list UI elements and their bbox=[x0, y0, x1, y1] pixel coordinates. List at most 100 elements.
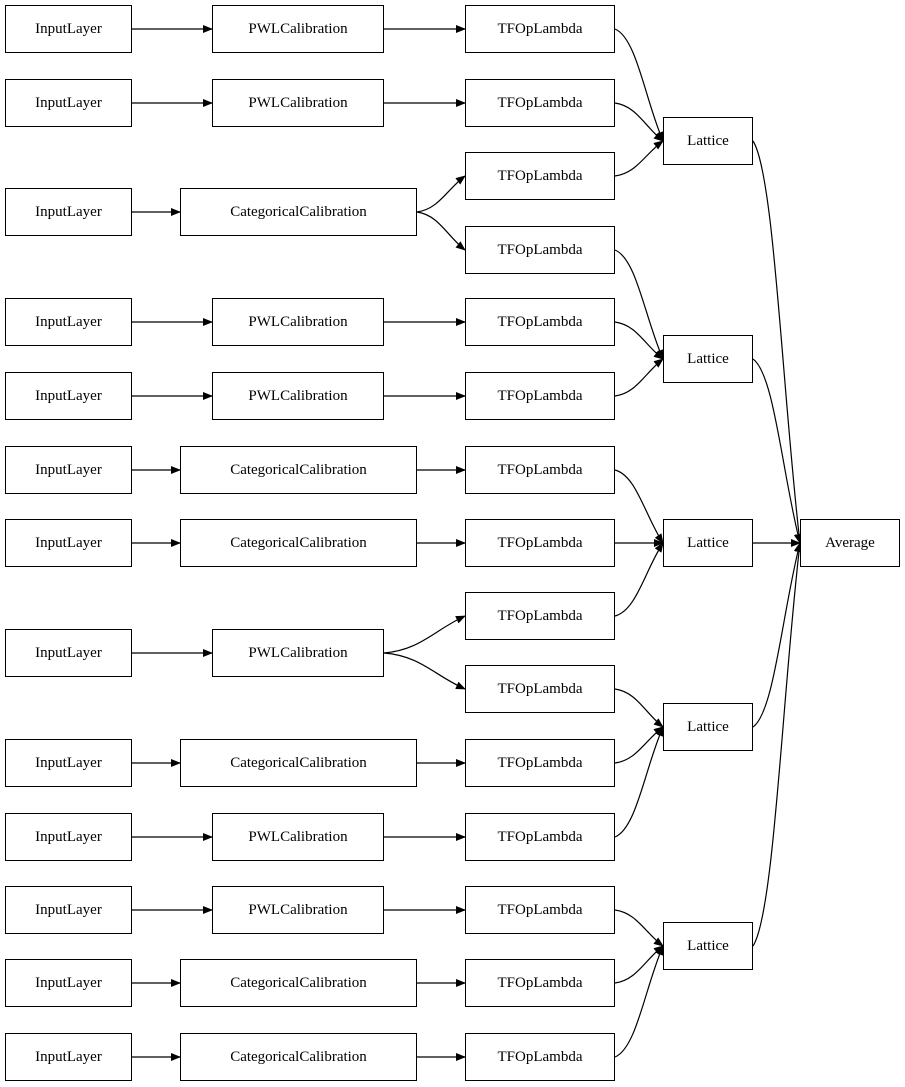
node-lam6[interactable]: TFOpLambda bbox=[465, 372, 615, 420]
node-lam14[interactable]: TFOpLambda bbox=[465, 959, 615, 1007]
node-label: CategoricalCalibration bbox=[230, 1048, 367, 1065]
node-cal4[interactable]: PWLCalibration bbox=[212, 298, 384, 346]
node-avg[interactable]: Average bbox=[800, 519, 900, 567]
node-label: TFOpLambda bbox=[497, 167, 583, 184]
node-in6[interactable]: InputLayer bbox=[5, 446, 132, 494]
node-label: InputLayer bbox=[35, 1048, 102, 1065]
node-label: CategoricalCalibration bbox=[230, 461, 367, 478]
node-lat4[interactable]: Lattice bbox=[663, 703, 753, 751]
node-lat5[interactable]: Lattice bbox=[663, 922, 753, 970]
node-lam12[interactable]: TFOpLambda bbox=[465, 813, 615, 861]
node-lat2[interactable]: Lattice bbox=[663, 335, 753, 383]
node-cal12[interactable]: CategoricalCalibration bbox=[180, 959, 417, 1007]
edge-cal8-to-lam10 bbox=[383, 652, 466, 690]
edge-lam5-to-lat2 bbox=[614, 321, 664, 360]
node-label: TFOpLambda bbox=[497, 313, 583, 330]
node-lam15[interactable]: TFOpLambda bbox=[465, 1033, 615, 1081]
node-label: PWLCalibration bbox=[248, 20, 348, 37]
node-label: TFOpLambda bbox=[497, 387, 583, 404]
edge-lam14-to-lat5 bbox=[614, 945, 664, 984]
node-label: TFOpLambda bbox=[497, 461, 583, 478]
node-lam5[interactable]: TFOpLambda bbox=[465, 298, 615, 346]
node-lam2[interactable]: TFOpLambda bbox=[465, 79, 615, 127]
node-in4[interactable]: InputLayer bbox=[5, 298, 132, 346]
edge-lam13-to-lat5 bbox=[614, 909, 664, 947]
node-in8[interactable]: InputLayer bbox=[5, 629, 132, 677]
node-lam7[interactable]: TFOpLambda bbox=[465, 446, 615, 494]
edge-lat1-to-avg bbox=[752, 140, 803, 544]
node-label: TFOpLambda bbox=[497, 241, 583, 258]
node-in7[interactable]: InputLayer bbox=[5, 519, 132, 567]
node-in1[interactable]: InputLayer bbox=[5, 5, 132, 53]
node-label: InputLayer bbox=[35, 974, 102, 991]
node-in9[interactable]: InputLayer bbox=[5, 739, 132, 787]
node-label: PWLCalibration bbox=[248, 644, 348, 661]
node-cal10[interactable]: PWLCalibration bbox=[212, 813, 384, 861]
edge-lam7-to-lat3 bbox=[614, 469, 664, 544]
edge-lam4-to-lat2 bbox=[614, 249, 664, 360]
edge-lam6-to-lat2 bbox=[614, 358, 664, 397]
node-label: CategoricalCalibration bbox=[230, 754, 367, 771]
node-label: Lattice bbox=[687, 534, 729, 551]
node-lam10[interactable]: TFOpLambda bbox=[465, 665, 615, 713]
edge-cal8-to-lam9 bbox=[383, 615, 466, 654]
node-lam8[interactable]: TFOpLambda bbox=[465, 519, 615, 567]
node-label: InputLayer bbox=[35, 644, 102, 661]
edge-lat5-to-avg bbox=[752, 542, 803, 947]
node-in13[interactable]: InputLayer bbox=[5, 1033, 132, 1081]
node-cal3[interactable]: CategoricalCalibration bbox=[180, 188, 417, 236]
node-cal8[interactable]: PWLCalibration bbox=[212, 629, 384, 677]
node-label: TFOpLambda bbox=[497, 828, 583, 845]
node-in11[interactable]: InputLayer bbox=[5, 886, 132, 934]
node-in12[interactable]: InputLayer bbox=[5, 959, 132, 1007]
edge-lam12-to-lat4 bbox=[614, 726, 664, 838]
node-lat3[interactable]: Lattice bbox=[663, 519, 753, 567]
node-label: InputLayer bbox=[35, 534, 102, 551]
edge-lam1-to-lat1 bbox=[614, 28, 664, 142]
edge-lam3-to-lat1 bbox=[614, 140, 664, 177]
node-cal5[interactable]: PWLCalibration bbox=[212, 372, 384, 420]
node-label: CategoricalCalibration bbox=[230, 203, 367, 220]
node-in3[interactable]: InputLayer bbox=[5, 188, 132, 236]
node-label: PWLCalibration bbox=[248, 313, 348, 330]
node-cal6[interactable]: CategoricalCalibration bbox=[180, 446, 417, 494]
node-label: PWLCalibration bbox=[248, 828, 348, 845]
node-cal2[interactable]: PWLCalibration bbox=[212, 79, 384, 127]
node-label: PWLCalibration bbox=[248, 387, 348, 404]
node-label: InputLayer bbox=[35, 461, 102, 478]
node-label: InputLayer bbox=[35, 387, 102, 404]
node-lam4[interactable]: TFOpLambda bbox=[465, 226, 615, 274]
node-lam9[interactable]: TFOpLambda bbox=[465, 592, 615, 640]
node-lam13[interactable]: TFOpLambda bbox=[465, 886, 615, 934]
node-label: Lattice bbox=[687, 718, 729, 735]
node-label: TFOpLambda bbox=[497, 974, 583, 991]
node-label: PWLCalibration bbox=[248, 94, 348, 111]
edge-lam11-to-lat4 bbox=[614, 726, 664, 764]
node-cal11[interactable]: PWLCalibration bbox=[212, 886, 384, 934]
node-label: InputLayer bbox=[35, 901, 102, 918]
node-label: TFOpLambda bbox=[497, 607, 583, 624]
node-label: InputLayer bbox=[35, 754, 102, 771]
node-label: CategoricalCalibration bbox=[230, 534, 367, 551]
node-lam1[interactable]: TFOpLambda bbox=[465, 5, 615, 53]
node-cal9[interactable]: CategoricalCalibration bbox=[180, 739, 417, 787]
node-label: InputLayer bbox=[35, 203, 102, 220]
node-label: InputLayer bbox=[35, 94, 102, 111]
node-in2[interactable]: InputLayer bbox=[5, 79, 132, 127]
node-label: Lattice bbox=[687, 937, 729, 954]
node-lam11[interactable]: TFOpLambda bbox=[465, 739, 615, 787]
node-lat1[interactable]: Lattice bbox=[663, 117, 753, 165]
node-cal7[interactable]: CategoricalCalibration bbox=[180, 519, 417, 567]
node-label: CategoricalCalibration bbox=[230, 974, 367, 991]
node-label: InputLayer bbox=[35, 20, 102, 37]
node-in10[interactable]: InputLayer bbox=[5, 813, 132, 861]
node-in5[interactable]: InputLayer bbox=[5, 372, 132, 420]
node-cal13[interactable]: CategoricalCalibration bbox=[180, 1033, 417, 1081]
edge-lam9-to-lat3 bbox=[614, 542, 664, 617]
node-label: Lattice bbox=[687, 132, 729, 149]
node-label: TFOpLambda bbox=[497, 901, 583, 918]
node-label: PWLCalibration bbox=[248, 901, 348, 918]
node-lam3[interactable]: TFOpLambda bbox=[465, 152, 615, 200]
node-cal1[interactable]: PWLCalibration bbox=[212, 5, 384, 53]
